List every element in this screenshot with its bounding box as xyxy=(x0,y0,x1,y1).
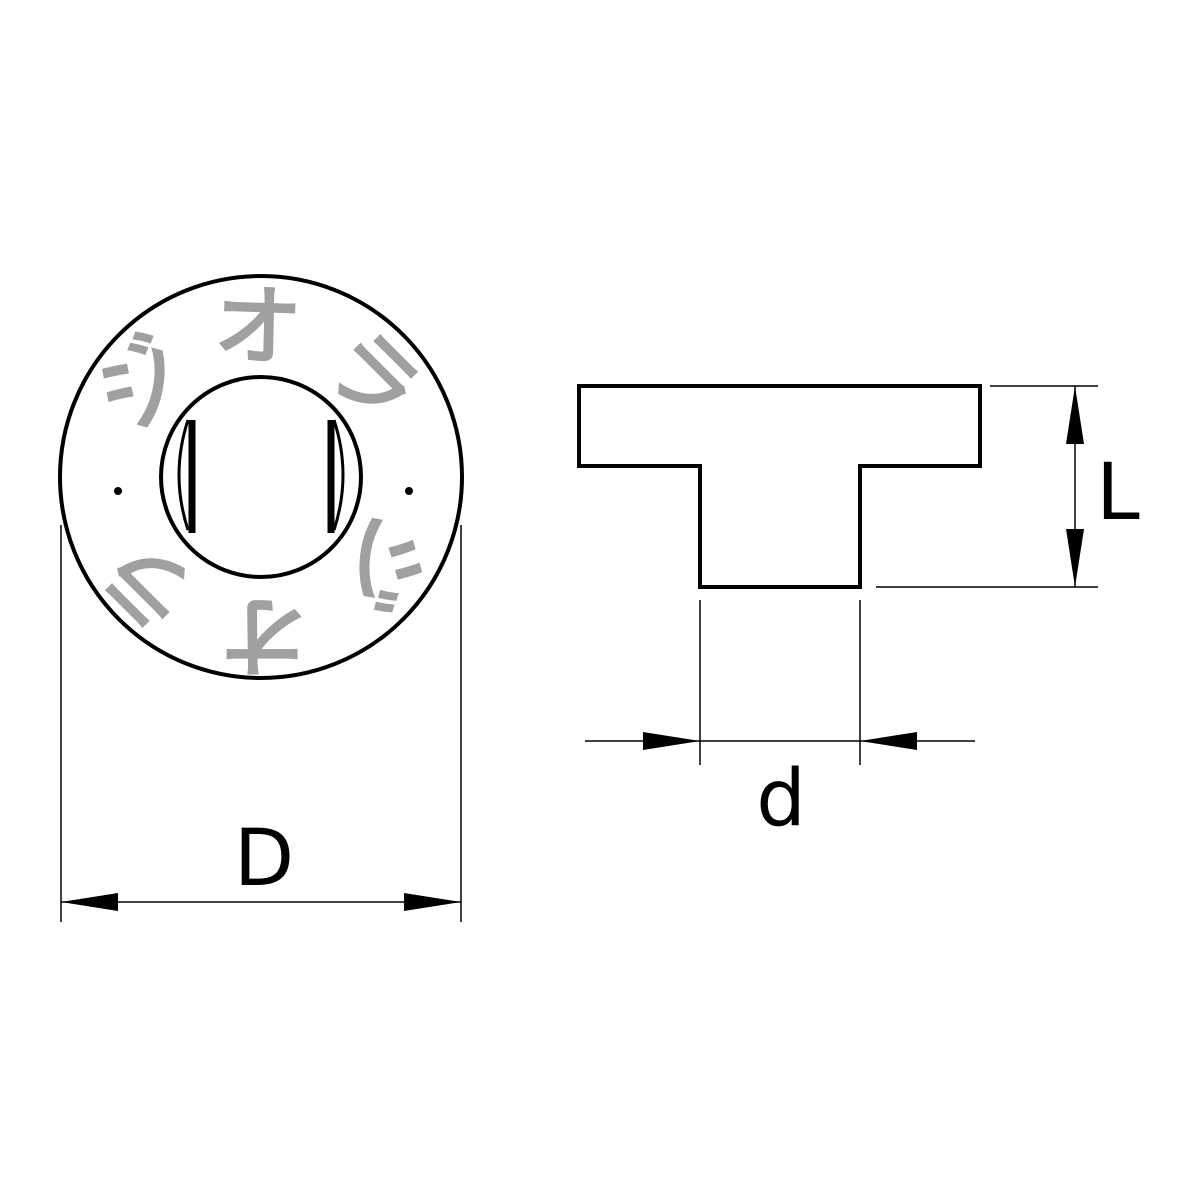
dimension-label-L: L xyxy=(1096,448,1140,538)
right-slot-arc xyxy=(332,419,345,531)
watermark-char-5: オ xyxy=(219,583,307,686)
dimension-D: D xyxy=(60,525,462,922)
inner-hole xyxy=(159,375,363,579)
arrow-right xyxy=(860,732,917,750)
arrow-left xyxy=(643,732,700,750)
t-profile xyxy=(577,384,982,589)
arrow-right xyxy=(404,893,461,911)
right-dot xyxy=(405,487,413,495)
side-view xyxy=(577,384,982,589)
left-dot xyxy=(114,487,122,495)
left-slot-arc xyxy=(177,419,190,531)
dimension-label-d: d xyxy=(756,754,806,844)
arrow-left xyxy=(61,893,118,911)
dimension-d: d xyxy=(585,600,975,844)
arrow-top xyxy=(1066,386,1084,444)
arrow-bottom xyxy=(1066,529,1084,587)
front-view: オ ラ ジ ジ オ ラ xyxy=(58,273,464,686)
dimension-L: L xyxy=(876,385,1140,588)
watermark-char-1: オ xyxy=(212,273,304,379)
dimension-label-D: D xyxy=(234,814,294,904)
